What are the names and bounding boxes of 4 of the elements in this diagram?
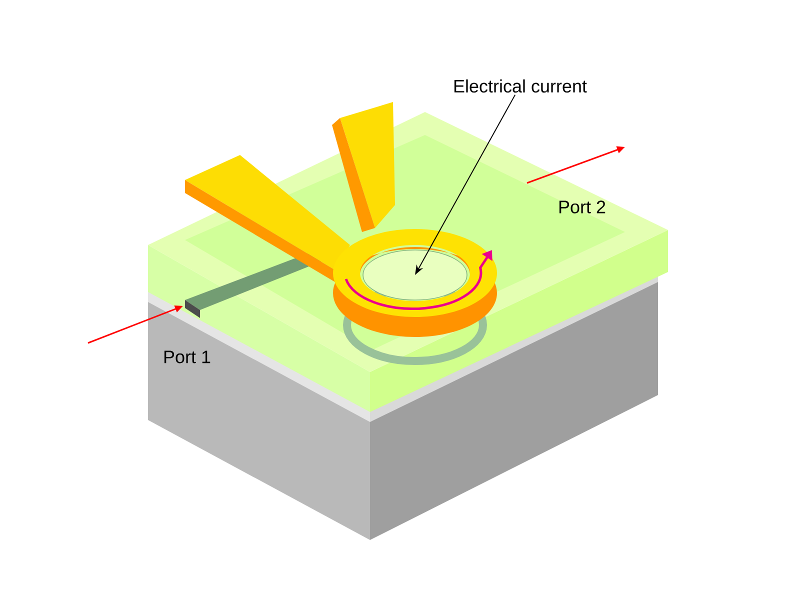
- callout-text: Electrical current: [454, 79, 587, 93]
- port-label: Port 1: [164, 350, 210, 364]
- port-label: Port 2: [559, 200, 606, 214]
- ring-opening: [362, 250, 468, 300]
